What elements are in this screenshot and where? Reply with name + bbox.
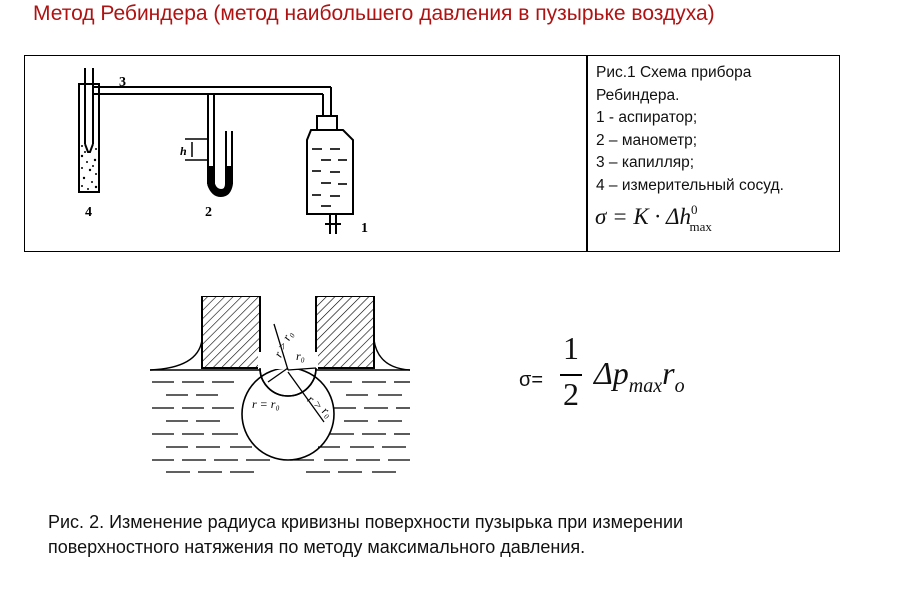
formula-2-body: Δpmaxro [594,355,685,397]
caption-line: 4 – измерительный сосуд. [596,176,784,194]
vessel-liquid [80,145,98,190]
figure-2-caption: Рис. 2. Изменение радиуса кривизны повер… [48,510,888,560]
label-h: h [180,144,187,158]
caption-line: 3 – капилляр; [596,154,695,171]
figure-1-table: 3 4 2 1 h Рис.1 Схема прибора Ребиндера.… [24,55,840,252]
formula-1: σ = K · Δh0 max [595,202,712,234]
aspirator-bottle [306,129,354,215]
table-divider [586,56,588,251]
label-1: 1 [361,221,368,236]
caption-line: Рис. 2. Изменение радиуса кривизны повер… [48,512,684,532]
label-r-eq-r0: r = r₀ [252,397,280,411]
caption-line: Ребиндера. [596,86,680,104]
caption-line: 2 – манометр; [596,131,698,149]
fraction-denominator: 2 [563,376,579,412]
label-2: 2 [205,205,212,220]
rebinder-apparatus-schematic: 3 4 2 1 h [78,68,368,236]
figure-1-caption: Рис.1 Схема прибора Ребиндера. 1 - аспир… [596,62,834,197]
formula-1-lhs: σ = K · Δh [595,204,691,229]
liquid-dashes [152,381,410,473]
capillary-wall-right [315,296,375,369]
caption-line: Рис.1 Схема прибора [596,64,752,81]
caption-line: поверхностного натяжения по методу макси… [48,537,586,557]
slide-title: Метод Ребиндера (метод наибольшего давле… [33,2,715,25]
formula-2-r: r [662,355,675,391]
label-r0: r₀ [296,349,305,363]
formula-1-sub: max [689,219,712,234]
measuring-vessel [78,83,100,193]
meniscus [149,339,411,371]
label-4: 4 [85,205,92,220]
fraction-numerator: 1 [563,330,579,366]
formula-2-delta-p: Δp [594,355,629,391]
radius-arrows [267,323,325,423]
bubble-curvature-diagram: r > r₀ r₀ r = r₀ r > r₀ [149,296,411,473]
aspirator-liquid-dashes [312,148,347,207]
formula-2-r-sub: o [674,375,685,397]
formula-2-max: max [628,375,663,397]
formula-1-sup: 0 [690,202,698,217]
capillary-wall-left [201,296,261,369]
label-3: 3 [119,75,126,90]
sigma-label: σ= [519,369,544,391]
aspirator-stopper [316,115,338,131]
fraction-bar [560,374,582,376]
caption-line: 1 - аспиратор; [596,109,698,126]
